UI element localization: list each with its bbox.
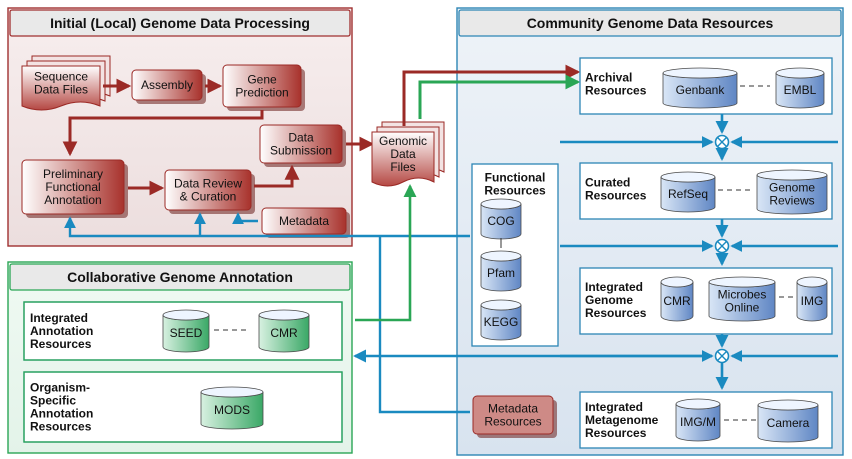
junction-1-cross xyxy=(716,136,728,148)
pfam-db-label: Pfam xyxy=(487,266,515,280)
arrow-metadata-review xyxy=(232,212,258,225)
arrow-functional-prelim xyxy=(64,216,470,238)
metadata-box-label: Metadata xyxy=(279,214,329,228)
arrow-review-submission xyxy=(254,164,300,188)
pfam-db-top xyxy=(480,250,522,262)
genbank-db-label: Genbank xyxy=(676,83,726,97)
mods-db-label: MODS xyxy=(214,403,250,417)
organism-specific-border xyxy=(23,371,343,443)
img-db-label: IMG xyxy=(801,294,824,308)
genome-reviews-db-top xyxy=(756,169,828,181)
integrated-genome-box xyxy=(579,267,833,335)
camera-db-top xyxy=(757,399,819,411)
junction-2-cross xyxy=(716,240,728,252)
assembly-box-label: Assembly xyxy=(141,78,193,92)
collab-cmr-db-top xyxy=(258,309,310,321)
gene-prediction-box xyxy=(222,64,302,108)
collab-integrated-border xyxy=(23,301,343,361)
arrow-gene-prelim xyxy=(62,110,264,157)
arrow-genomic-archival xyxy=(402,64,581,126)
seed-db-label: SEED xyxy=(170,326,203,340)
collab-cmr-db-label: CMR xyxy=(270,326,298,340)
cmr-db-label: CMR xyxy=(663,294,691,308)
collab-annotation-title-bar xyxy=(9,263,351,291)
arrow-collab-archival xyxy=(418,74,581,119)
initial-processing-title: Initial (Local) Genome Data Processing xyxy=(50,15,310,31)
seed-db-top xyxy=(162,309,210,321)
cog-db-top xyxy=(480,198,522,210)
junction-3-cross xyxy=(716,350,728,362)
embl-db-label: EMBL xyxy=(784,83,817,97)
img-db-top xyxy=(796,276,828,288)
metadata-box xyxy=(261,207,347,235)
cmr-db-top xyxy=(660,276,694,288)
community-resources-title: Community Genome Data Resources xyxy=(527,15,774,31)
refseq-db-top xyxy=(660,171,716,183)
kegg-db-top xyxy=(480,299,522,311)
link-metadata-resources xyxy=(378,236,470,414)
preliminary-annotation-box xyxy=(21,159,125,215)
community-resources-title-bar xyxy=(458,9,842,37)
embl-db-top xyxy=(775,67,825,79)
genbank-db-top xyxy=(662,67,738,79)
collab-annotation-title: Collaborative Genome Annotation xyxy=(67,269,293,285)
cog-db-label: COG xyxy=(487,214,514,228)
imgm-db-label: IMG/M xyxy=(680,415,716,429)
data-submission-box xyxy=(259,124,343,164)
imgm-db-top xyxy=(675,398,721,410)
metadata-resources-box xyxy=(472,395,554,435)
data-review-box-label: Data Review& Curation xyxy=(174,177,242,204)
organism-specific-box xyxy=(23,371,343,443)
assembly-box xyxy=(131,69,203,101)
sequence-data-files-sheet xyxy=(21,65,101,111)
kegg-db-label: KEGG xyxy=(484,315,519,329)
mods-db-top xyxy=(200,386,264,398)
microbes-online-db-top xyxy=(708,276,776,288)
data-review-box xyxy=(164,169,252,211)
genomic-data-files-sheet xyxy=(371,131,435,187)
refseq-db-label: RefSeq xyxy=(668,187,708,201)
camera-db-label: Camera xyxy=(767,416,810,430)
initial-processing-title-bar xyxy=(9,9,351,37)
arrow-collab-genomic xyxy=(355,184,417,322)
